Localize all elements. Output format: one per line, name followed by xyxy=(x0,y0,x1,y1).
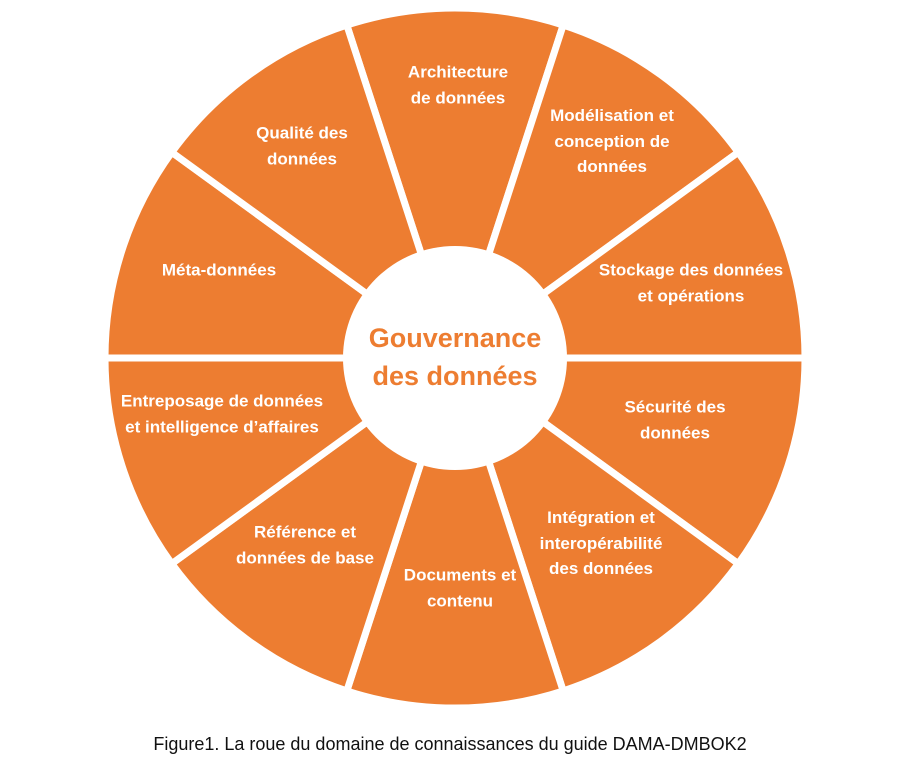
wheel-center-label: Gouvernance des données xyxy=(368,323,542,391)
segment-label-architecture: Architecture de données xyxy=(407,62,509,108)
wedge-documents xyxy=(343,354,567,712)
segment-label-metadonnees: Méta-données xyxy=(161,260,277,280)
wheel-diagram xyxy=(105,4,805,712)
figure-caption: Figure1. La roue du domaine de connaissa… xyxy=(153,734,747,754)
segment-label-stockage: Stockage des données et opérations xyxy=(598,260,784,306)
segment-label-reference: Référence et données de base xyxy=(236,522,374,568)
segment-label-securite: Sécurité des données xyxy=(624,397,726,443)
segment-label-documents: Documents et contenu xyxy=(403,565,517,611)
segment-label-integration: Intégration et interopérabilité des donn… xyxy=(539,507,663,578)
segment-label-entreposage: Entreposage de données et intelligence d… xyxy=(120,391,324,437)
wedge-architecture xyxy=(343,4,567,362)
wheel-hub xyxy=(343,246,567,470)
segment-label-modelisation: Modélisation et conception de données xyxy=(550,105,674,176)
segment-label-qualite: Qualité des données xyxy=(256,123,348,169)
